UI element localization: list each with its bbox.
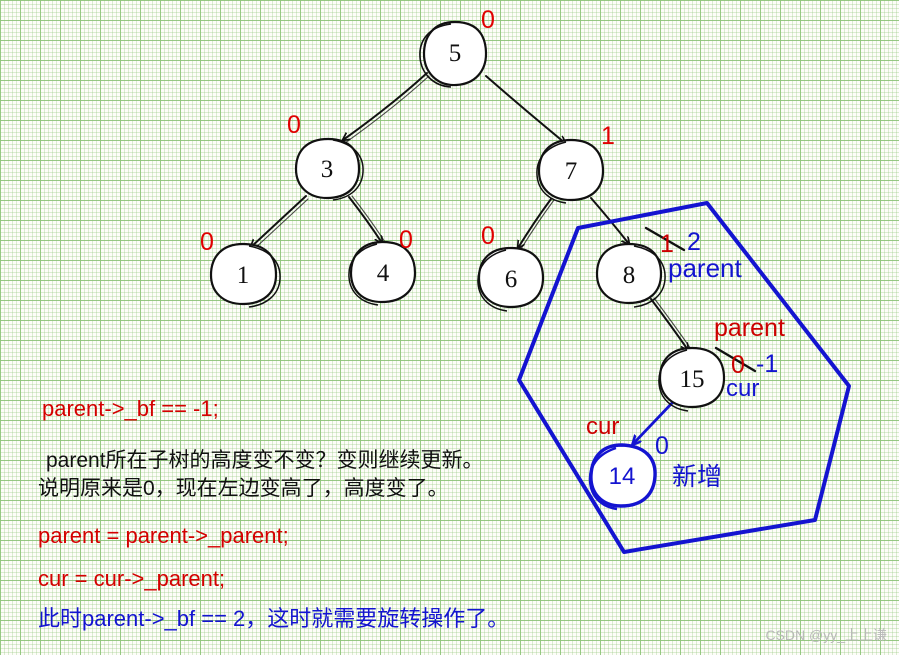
annotation-node14-bf: 0: [655, 432, 669, 460]
annotation-node8-role: parent: [668, 253, 742, 283]
strike-marks: [644, 226, 757, 373]
text-conclusion: 此时parent->_bf == 2，这时就需要旋转操作了。: [38, 606, 510, 631]
node-value-15: 15: [679, 366, 705, 393]
bf-label-node-1: 0: [200, 228, 214, 256]
node-value-7: 7: [564, 158, 578, 185]
highlight-polygon: [517, 201, 851, 554]
annotation-node8-new-bf: 2: [687, 228, 701, 256]
node-value-14: 14: [608, 463, 636, 490]
text-assign-cur: cur = cur->_parent;: [38, 566, 226, 591]
node-circle-14: [588, 443, 657, 511]
text-assign-parent: parent = parent->_parent;: [38, 523, 289, 548]
edge-15-to-14: [633, 400, 675, 444]
text-bf-condition: parent->_bf == -1;: [42, 396, 219, 421]
node-value-3: 3: [320, 156, 334, 183]
node-value-5: 5: [448, 40, 462, 67]
annotation-node15-role: parent: [714, 314, 785, 342]
bf-label-node-5: 0: [481, 6, 495, 34]
text-question-line2: 说明原来是0，现在左边变高了，高度变了。: [38, 477, 449, 500]
bf-label-node-4: 0: [399, 226, 413, 254]
strike-n8-bf: [644, 226, 686, 252]
node-value-4: 4: [376, 260, 390, 287]
annotation-node15-new-bf: -1: [756, 350, 779, 378]
annotation-node14-cur: cur: [586, 413, 620, 440]
bf-label-node-3: 0: [287, 111, 301, 139]
annotation-node14-new: 新增: [672, 463, 723, 491]
strike-n15-bf: [714, 346, 757, 373]
annotation-node8-old-bf: 1: [660, 230, 674, 258]
annotation-node15-cur: cur: [726, 375, 760, 402]
bf-label-node-7: 1: [601, 122, 615, 150]
watermark: CSDN @yy_上上谦: [765, 627, 887, 643]
node-value-6: 6: [504, 266, 518, 293]
node-circles: [209, 20, 726, 412]
text-question-line1: parent所在子树的高度变不变？变则继续更新。: [46, 449, 484, 472]
annotation-node15-old-bf: 0: [731, 351, 745, 379]
bf-label-node-6: 0: [481, 222, 495, 250]
tree-edges: [251, 72, 692, 350]
node-value-8: 8: [622, 262, 636, 289]
node-value-1: 1: [236, 262, 250, 289]
